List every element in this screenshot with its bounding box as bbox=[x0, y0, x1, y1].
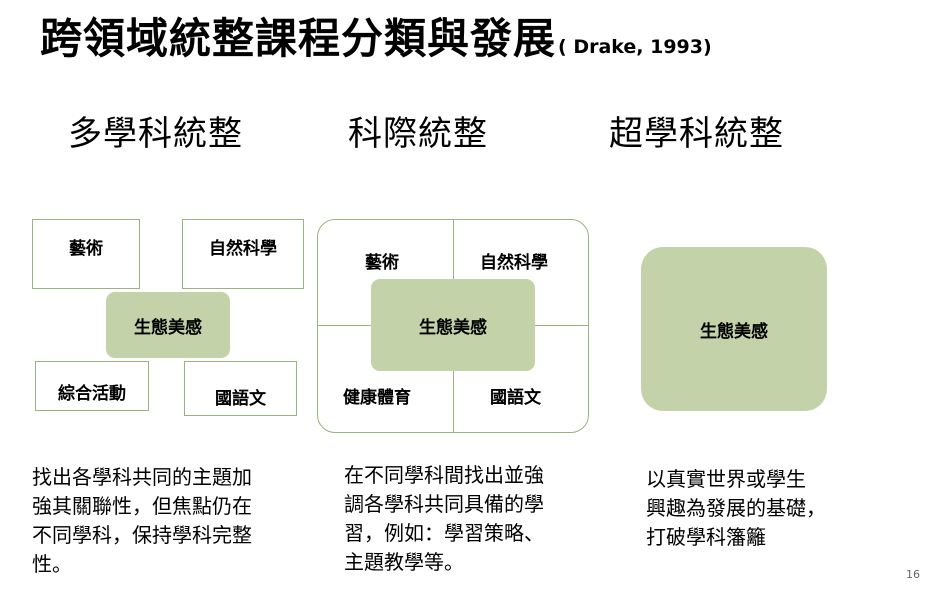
theme-box-ecological-aesthetics: 生態美感 bbox=[371, 279, 535, 371]
description-line: 打破學科籓籬 bbox=[646, 525, 766, 549]
description-line: 性。 bbox=[32, 552, 72, 576]
description-line: 主題教學等。 bbox=[344, 550, 464, 574]
description-interdisciplinary: 在不同學科間找出並強 調各學科共同具備的學 習，例如：學習策略、 主題教學等。 bbox=[344, 461, 544, 577]
description-line: 習，例如：學習策略、 bbox=[344, 521, 544, 545]
quadrant-chinese: 國語文 bbox=[490, 388, 541, 408]
theme-box-ecological-aesthetics: 生態美感 bbox=[641, 247, 827, 411]
subject-box-integrative-activities: 綜合活動 bbox=[35, 361, 149, 411]
heading-multidisciplinary: 多學科統整 bbox=[68, 114, 243, 154]
quadrant-science: 自然科學 bbox=[480, 253, 548, 273]
description-line: 興趣為發展的基礎， bbox=[646, 496, 826, 520]
description-line: 調各學科共同具備的學 bbox=[344, 492, 544, 516]
page-number: 16 bbox=[906, 568, 920, 581]
theme-box-ecological-aesthetics: 生態美感 bbox=[106, 292, 230, 358]
description-multidisciplinary: 找出各學科共同的主題加 強其關聯性，但焦點仍在 不同學科，保持學科完整 性。 bbox=[32, 463, 252, 579]
description-line: 強其關聯性，但焦點仍在 bbox=[32, 494, 252, 518]
description-line: 找出各學科共同的主題加 bbox=[32, 465, 252, 489]
quadrant-health-pe: 健康體育 bbox=[343, 388, 411, 408]
description-line: 以真實世界或學生 bbox=[646, 467, 806, 491]
subject-box-chinese: 國語文 bbox=[184, 361, 297, 416]
description-line: 不同學科，保持學科完整 bbox=[32, 523, 252, 547]
description-transdisciplinary: 以真實世界或學生 興趣為發展的基礎， 打破學科籓籬 bbox=[646, 465, 826, 552]
quadrant-arts: 藝術 bbox=[365, 253, 399, 273]
description-line: 在不同學科間找出並強 bbox=[344, 463, 544, 487]
heading-transdisciplinary: 超學科統整 bbox=[609, 114, 784, 154]
subject-box-arts: 藝術 bbox=[32, 219, 140, 289]
slide-title-text: 跨領域統整課程分類與發展 bbox=[40, 14, 557, 63]
heading-interdisciplinary: 科際統整 bbox=[348, 114, 488, 154]
citation: ( Drake, 1993) bbox=[558, 36, 712, 58]
slide-title: 跨領域統整課程分類與發展( Drake, 1993) bbox=[40, 8, 712, 70]
subject-box-science: 自然科學 bbox=[182, 219, 304, 289]
